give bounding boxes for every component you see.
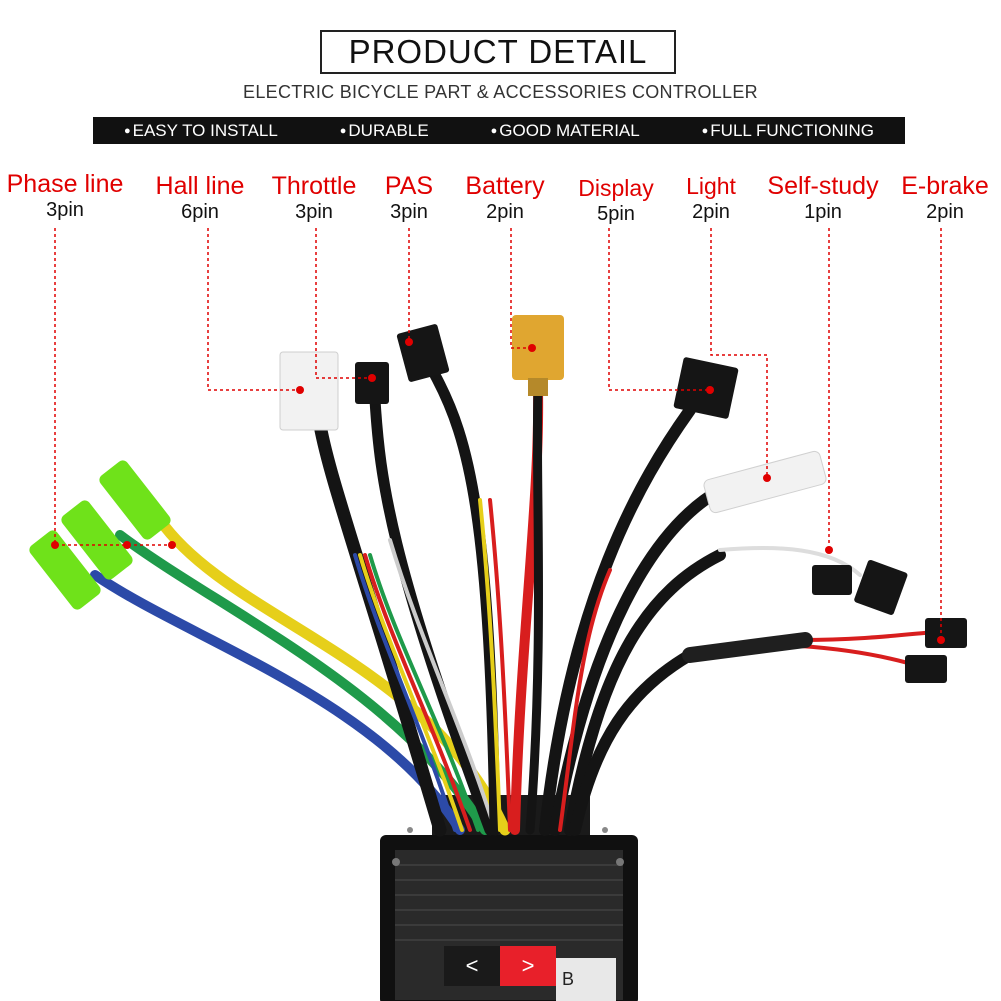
label-light: Light 2pin bbox=[686, 172, 736, 224]
label-name: Battery bbox=[465, 172, 545, 200]
feature-durable: DURABLE bbox=[340, 121, 428, 141]
label-pins: 5pin bbox=[597, 203, 635, 225]
label-pins: 3pin bbox=[295, 201, 333, 223]
label-pins: 1pin bbox=[804, 201, 842, 223]
display-connector bbox=[673, 357, 739, 419]
next-button[interactable]: > bbox=[500, 946, 556, 986]
label-name: Throttle bbox=[271, 172, 357, 200]
label-name: Hall line bbox=[155, 172, 245, 200]
hall-line-connector bbox=[279, 351, 339, 431]
throttle-connector bbox=[355, 362, 389, 404]
label-e-brake: E-brake 2pin bbox=[901, 172, 989, 224]
label-pins: 3pin bbox=[390, 201, 428, 223]
wire-bundle bbox=[90, 369, 937, 837]
label-pins: 2pin bbox=[926, 201, 964, 223]
prev-button[interactable]: < bbox=[444, 946, 500, 986]
connectors bbox=[29, 315, 967, 683]
label-phase-line: Phase line 3pin bbox=[7, 170, 124, 222]
label-name: E-brake bbox=[901, 172, 989, 200]
label-pins: 6pin bbox=[181, 201, 219, 223]
label-display: Display 5pin bbox=[578, 174, 653, 226]
self-study-connector bbox=[812, 565, 852, 595]
label-name: Display bbox=[578, 175, 654, 201]
page-subtitle: ELECTRIC BICYCLE PART & ACCESSORIES CONT… bbox=[243, 82, 758, 102]
feature-bar: EASY TO INSTALL DURABLE GOOD MATERIAL FU… bbox=[93, 117, 905, 144]
feature-good-material: GOOD MATERIAL bbox=[491, 121, 639, 141]
label-name: PAS bbox=[384, 172, 434, 200]
feature-easy-to-install: EASY TO INSTALL bbox=[124, 121, 278, 141]
label-throttle: Throttle 3pin bbox=[272, 172, 357, 224]
phase-line-connectors bbox=[29, 460, 171, 610]
label-hall-line: Hall line 6pin bbox=[156, 172, 245, 224]
label-pins: 2pin bbox=[692, 201, 730, 223]
page-title: PRODUCT DETAIL bbox=[320, 30, 676, 74]
label-battery: Battery 2pin bbox=[465, 172, 544, 224]
label-self-study: Self-study 1pin bbox=[767, 172, 878, 224]
e-brake-connector bbox=[925, 618, 967, 648]
label-pas: PAS 3pin bbox=[385, 172, 433, 224]
controller-label: B bbox=[562, 969, 574, 989]
feature-full-functioning: FULL FUNCTIONING bbox=[702, 121, 874, 141]
leader-dots bbox=[51, 338, 945, 644]
label-name: Self-study bbox=[767, 172, 879, 200]
battery-connector bbox=[512, 315, 564, 380]
label-name: Light bbox=[686, 173, 736, 199]
label-name: Phase line bbox=[6, 170, 124, 198]
label-pins: 2pin bbox=[486, 201, 524, 223]
label-pins: 3pin bbox=[46, 199, 84, 221]
light-connector bbox=[703, 450, 827, 514]
pas-connector bbox=[396, 324, 450, 382]
leader-lines bbox=[54, 228, 942, 640]
